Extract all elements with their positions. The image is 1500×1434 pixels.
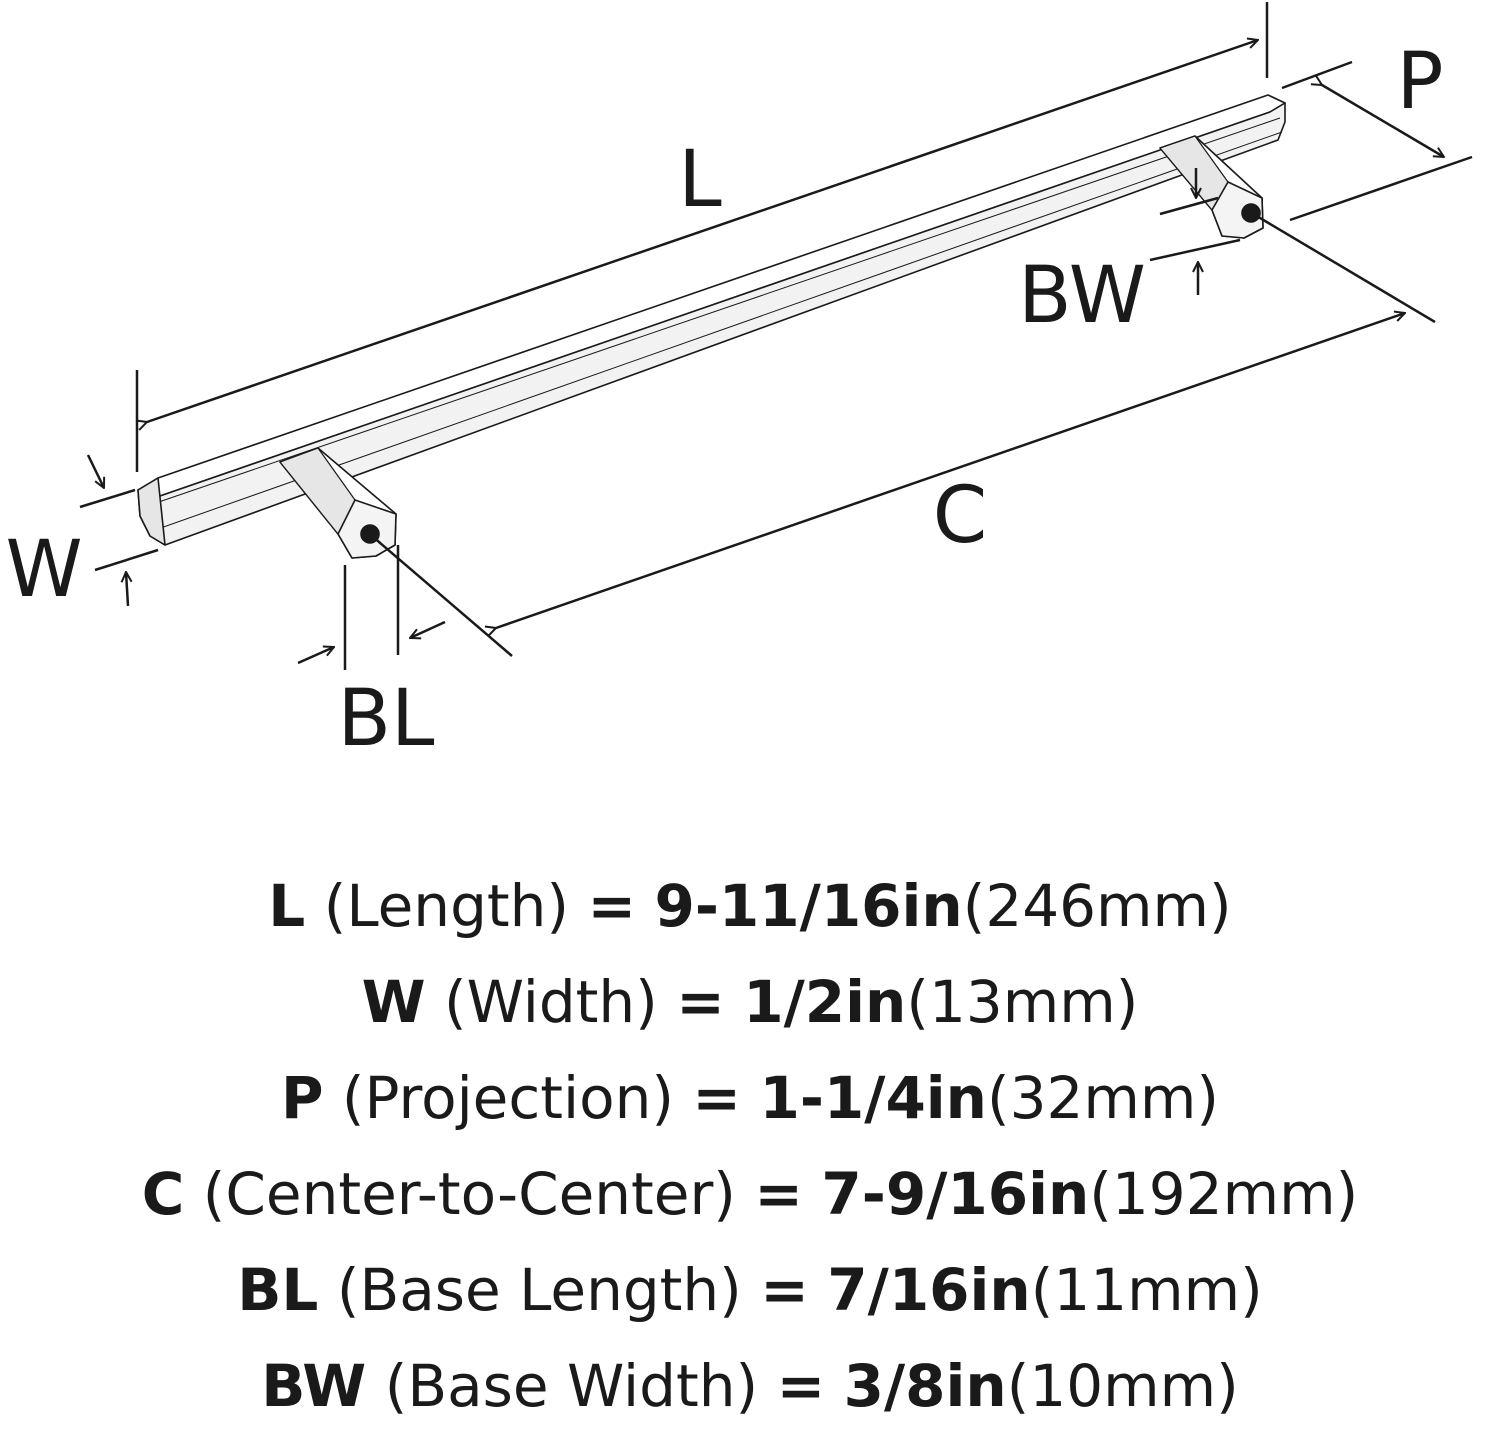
- spec-code: BW: [261, 1352, 367, 1420]
- spec-metric: (246mm): [962, 872, 1232, 940]
- spec-equals: =: [776, 1352, 826, 1420]
- dimension-diagram: L P BW C W BL: [5, 2, 1473, 764]
- spec-equals: =: [760, 1256, 809, 1324]
- spec-code: P: [280, 1064, 324, 1132]
- spec-name: (Length): [323, 872, 570, 940]
- w-arrow-bottom: [126, 572, 128, 607]
- spec-imperial: 9-11/16in: [654, 872, 963, 940]
- w-arrow-top: [86, 454, 104, 488]
- spec-code: L: [268, 872, 306, 940]
- w-extension-top: [79, 488, 136, 509]
- spec-imperial: 7-9/16in: [821, 1160, 1090, 1228]
- spec-imperial: 3/8in: [843, 1352, 1007, 1420]
- spec-metric: (192mm): [1089, 1160, 1359, 1228]
- c-extension-left: [371, 535, 513, 657]
- bar-end-cap: [137, 477, 166, 546]
- spec-code: BL: [237, 1256, 319, 1324]
- bw-extension-top: [1159, 196, 1219, 216]
- spec-imperial: 1-1/4in: [759, 1064, 987, 1132]
- label-bl: BL: [338, 674, 436, 764]
- spec-metric: (11mm): [1030, 1256, 1263, 1324]
- c-dimension-line: [496, 313, 1405, 628]
- p-extension-top: [1281, 60, 1353, 90]
- p-dimension-line: [1322, 85, 1444, 157]
- w-extension-bottom: [94, 548, 159, 572]
- spec-name: (Width): [444, 968, 658, 1036]
- spec-equals: =: [692, 1064, 742, 1132]
- label-c: C: [933, 471, 987, 561]
- bl-arrow-right: [410, 620, 446, 638]
- bw-extension-bottom: [1149, 238, 1241, 262]
- bl-arrow-left: [297, 647, 334, 665]
- spec-metric: (32mm): [986, 1064, 1220, 1132]
- spec-line-length: L (Length) = 9-11/16in(246mm): [0, 858, 1500, 954]
- c-extension-right: [1254, 213, 1436, 324]
- spec-name: (Projection): [341, 1064, 674, 1132]
- label-w: W: [5, 525, 82, 615]
- label-bw: BW: [1018, 251, 1146, 341]
- spec-metric: (10mm): [1006, 1352, 1239, 1420]
- l-dimension-line: [147, 40, 1258, 422]
- right-screw-hole: [1241, 203, 1261, 223]
- spec-equals: =: [754, 1160, 803, 1228]
- spec-imperial: 7/16in: [827, 1256, 1031, 1324]
- spec-metric: (13mm): [906, 968, 1139, 1036]
- spec-code: C: [141, 1160, 185, 1228]
- spec-equals: =: [587, 872, 637, 940]
- spec-list: L (Length) = 9-11/16in(246mm) W (Width) …: [0, 858, 1500, 1434]
- spec-equals: =: [676, 968, 725, 1036]
- spec-name: (Center-to-Center): [202, 1160, 736, 1228]
- spec-name: (Base Length): [336, 1256, 742, 1324]
- spec-name: (Base Width): [384, 1352, 759, 1420]
- dimension-lines: [79, 2, 1473, 670]
- p-extension-bottom: [1289, 155, 1473, 222]
- label-p: P: [1396, 37, 1443, 127]
- spec-line-base-length: BL (Base Length) = 7/16in(11mm): [0, 1242, 1500, 1338]
- spec-line-width: W (Width) = 1/2in(13mm): [0, 954, 1500, 1050]
- label-l: L: [678, 135, 722, 225]
- spec-line-projection: P (Projection) = 1-1/4in(32mm): [0, 1050, 1500, 1146]
- spec-line-center-to-center: C (Center-to-Center) = 7-9/16in(192mm): [0, 1146, 1500, 1242]
- spec-imperial: 1/2in: [743, 968, 907, 1036]
- dimension-labels: L P BW C W BL: [5, 37, 1443, 764]
- spec-code: W: [361, 968, 426, 1036]
- spec-line-base-width: BW (Base Width) = 3/8in(10mm): [0, 1338, 1500, 1434]
